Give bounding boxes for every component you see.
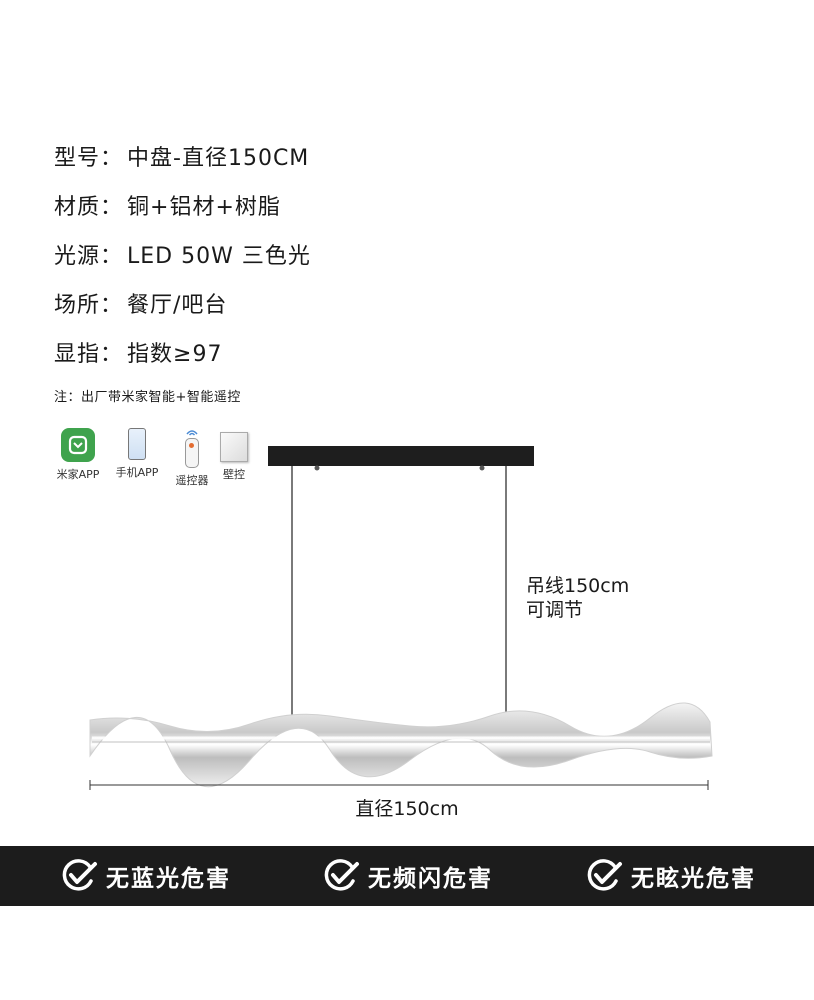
spec-model: 型号：中盘-直径150CM: [54, 140, 309, 172]
note-text: 注：出厂带米家智能+智能遥控: [54, 390, 241, 405]
phone-app-icon: [128, 428, 146, 460]
spec-label: 场所：: [54, 293, 124, 318]
spec-cri: 显指：指数≥97: [54, 336, 222, 368]
wavy-light-bar: [89, 702, 713, 787]
mijia-app-icon: [61, 428, 95, 462]
control-label: 手机APP: [115, 466, 159, 479]
spec-light-source: 光源：LED 50W 三色光: [54, 238, 311, 270]
spec-label: 材质：: [54, 195, 124, 220]
control-mijia-app: 米家APP: [52, 428, 104, 482]
control-label: 壁控: [223, 468, 245, 481]
spec-material: 材质：铜+铝材+树脂: [54, 189, 281, 221]
control-label: 米家APP: [56, 468, 100, 481]
spec-value: 餐厅/吧台: [127, 293, 228, 318]
badge-text: 无眩光危害: [631, 866, 756, 892]
drop-length-label: 吊线150cm 可调节: [526, 574, 629, 622]
spec-value: 中盘-直径150CM: [127, 146, 310, 171]
canopy-screw: [314, 465, 320, 471]
control-phone-app: 手机APP: [110, 428, 164, 480]
spec-location: 场所：餐厅/吧台: [54, 287, 227, 319]
badge-text: 无频闪危害: [368, 866, 493, 892]
spec-value: 铜+铝材+树脂: [127, 195, 281, 220]
ceiling-canopy: [268, 446, 534, 466]
check-circle-icon: [324, 859, 359, 891]
footer-badge-bar: 无蓝光危害 无频闪危害 无眩光危害: [0, 846, 814, 906]
remote-control-icon: [185, 438, 199, 468]
wifi-signal-icon: [186, 430, 198, 436]
spec-label: 型号：: [54, 146, 124, 171]
drop-length-line-2: 可调节: [526, 599, 584, 621]
badge-text: 无蓝光危害: [106, 866, 231, 892]
diameter-label: 直径150cm: [355, 798, 459, 820]
spec-label: 显指：: [54, 342, 124, 367]
spec-label: 光源：: [54, 244, 124, 269]
badge-no-blue-light: 无蓝光危害: [60, 846, 231, 906]
control-wall-switch: 壁控: [218, 428, 250, 482]
control-label: 遥控器: [175, 474, 209, 487]
check-circle-icon: [62, 859, 97, 891]
drop-length-line-1: 吊线150cm: [526, 575, 630, 597]
check-circle-icon: [587, 859, 622, 891]
badge-no-flicker: 无频闪危害: [322, 846, 493, 906]
badge-no-glare: 无眩光危害: [585, 846, 756, 906]
spec-value: 指数≥97: [127, 342, 223, 367]
control-remote: 遥控器: [170, 428, 214, 488]
wall-switch-icon: [220, 432, 248, 462]
spec-value: LED 50W 三色光: [127, 244, 311, 269]
canopy-screw: [479, 465, 485, 471]
